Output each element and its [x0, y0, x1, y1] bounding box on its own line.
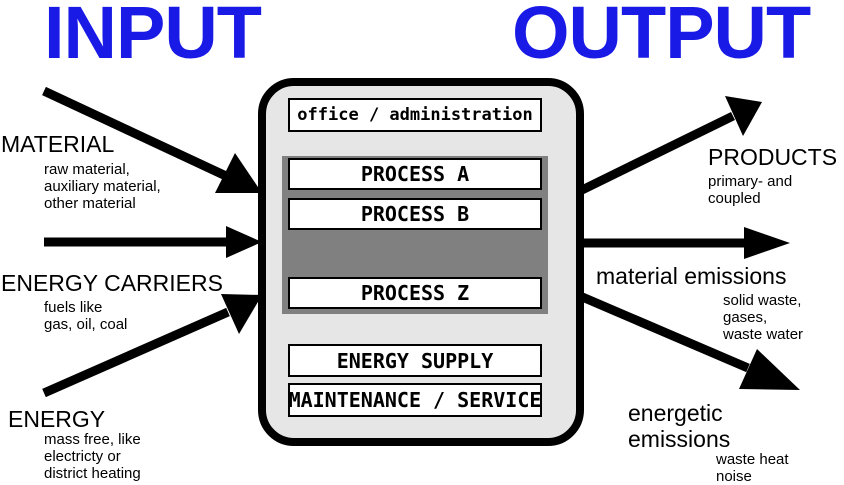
- maintenance-box: MAINTENANCE / SERVICE: [288, 383, 542, 417]
- arrow-energetic-emissions: [578, 291, 750, 373]
- arrowhead-material-emissions: [744, 227, 790, 259]
- output-energetic-emissions-title: energetic emissions: [628, 400, 731, 452]
- arrowhead-products: [725, 96, 762, 136]
- admin-box: office / administration: [288, 98, 542, 132]
- input-energy-carriers-title: ENERGY CARRIERS: [1, 270, 223, 296]
- arrowhead-material: [215, 153, 262, 193]
- process-b-box: PROCESS B: [288, 198, 542, 230]
- input-energy-carriers-detail: fuels like gas, oil, coal: [44, 299, 128, 333]
- input-material-detail: raw material, auxiliary material, other …: [44, 161, 161, 212]
- input-energy-detail: mass free, like electricty or district h…: [44, 431, 141, 482]
- output-material-emissions-title: material emissions: [596, 263, 787, 289]
- arrowhead-energy-carriers: [226, 226, 262, 258]
- energy-supply-box: ENERGY SUPPLY: [288, 344, 542, 377]
- process-a-box: PROCESS A: [288, 158, 542, 190]
- output-energetic-emissions-detail: waste heat noise: [716, 451, 789, 485]
- process-z-box: PROCESS Z: [288, 277, 542, 309]
- arrow-products: [578, 111, 735, 196]
- output-heading: OUTPUT: [512, 0, 811, 74]
- input-material-title: MATERIAL: [1, 131, 115, 157]
- arrowhead-energetic-emissions: [739, 349, 800, 390]
- output-material-emissions-detail: solid waste, gases, waste water: [723, 292, 804, 343]
- input-energy-title: ENERGY: [8, 406, 106, 432]
- input-heading: INPUT: [44, 0, 262, 74]
- arrow-energy: [42, 307, 230, 398]
- arrow-material: [42, 86, 228, 181]
- arrowhead-energy: [221, 294, 262, 334]
- output-products-detail: primary- and coupled: [708, 173, 793, 207]
- output-products-title: PRODUCTS: [708, 144, 838, 170]
